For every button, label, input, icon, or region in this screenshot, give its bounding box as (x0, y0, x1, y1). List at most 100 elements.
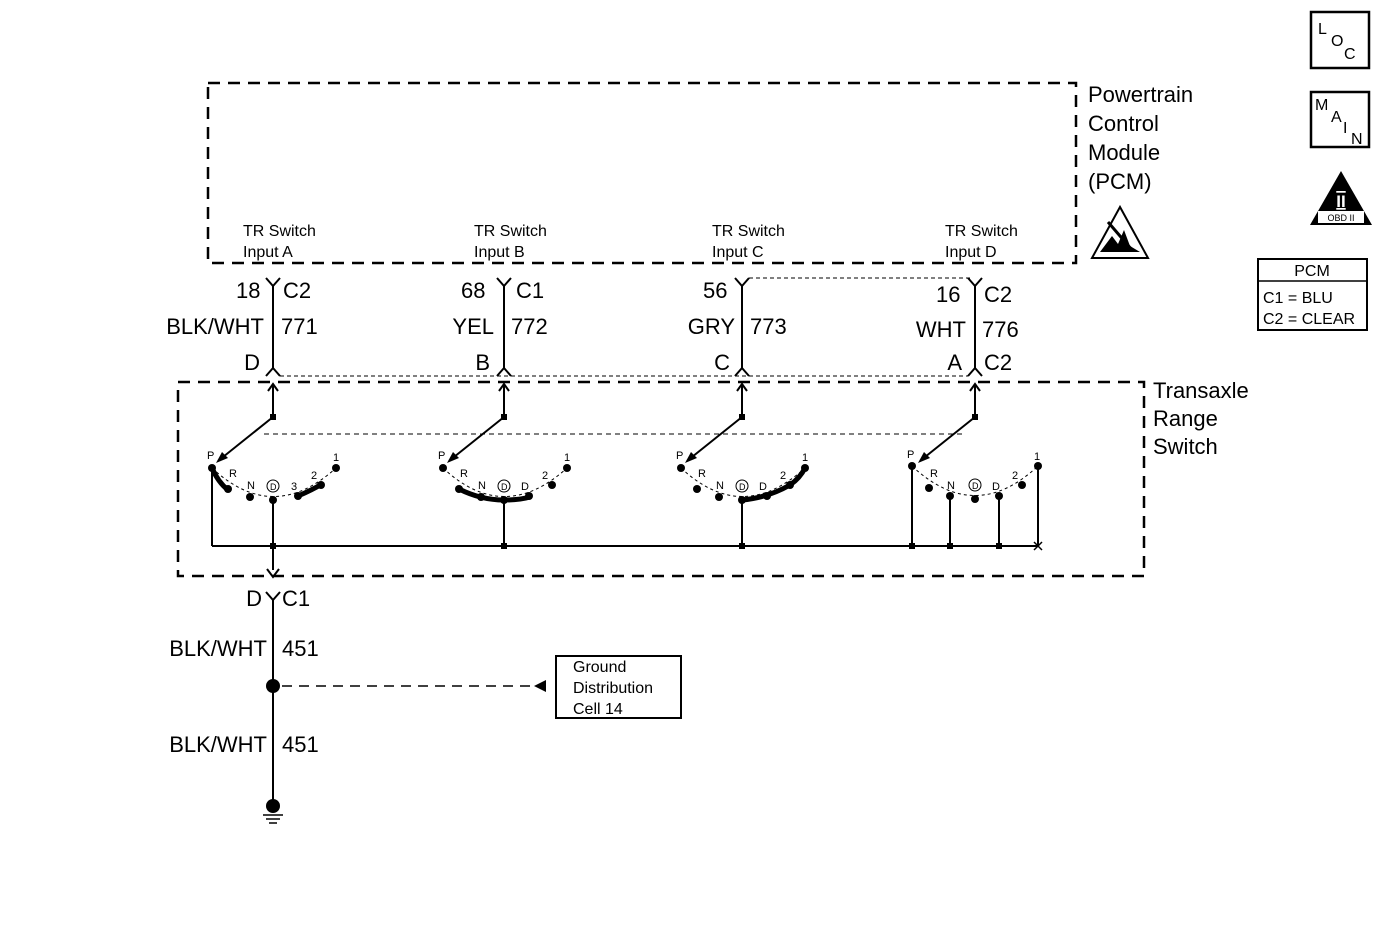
switch-c-pos-1: 1 (802, 452, 808, 464)
wire-773-connector (734, 366, 750, 377)
input-c-label-2: Input C (712, 244, 764, 261)
ground-distribution-box[interactable] (555, 655, 682, 719)
circuit-771: 771 (281, 314, 318, 339)
main-icon-n: N (1351, 131, 1363, 148)
legend-title: PCM (1294, 263, 1330, 280)
pcm-title-line-4: (PCM) (1088, 169, 1152, 194)
switch-c-contacts: P R N D D 2 1 (676, 450, 809, 504)
pin-776: 16 (936, 282, 960, 307)
main-icon-a: A (1331, 109, 1342, 126)
switch-conn-776: C2 (984, 350, 1012, 375)
switch-b-pos-2: 2 (542, 470, 548, 482)
terminal-772: B (475, 350, 490, 375)
switch-d-pos-p: P (907, 449, 914, 461)
switch-d-pos-1: 1 (1034, 451, 1040, 463)
wire-772 (496, 277, 512, 368)
main-icon[interactable]: M A I N (1309, 90, 1371, 149)
ground-ref-arrow-icon (534, 680, 546, 692)
switch-b-pos-d: D (521, 481, 529, 493)
switch-d-contacts: P R N D D 2 1 (907, 449, 1042, 503)
input-d-label-2: Input D (945, 244, 997, 261)
input-a-label-1: TR Switch (243, 223, 316, 240)
switch-b-pos-d-circle: D (501, 482, 508, 492)
input-b-label-2: Input B (474, 244, 525, 261)
pcm-title-line-3: Module (1088, 140, 1160, 165)
pcm-title-line-1: Powertrain (1088, 82, 1193, 107)
switch-title-line-1: Transaxle (1153, 378, 1249, 403)
ground-wire2-color: BLK/WHT (169, 732, 267, 757)
terminal-776: A (947, 350, 962, 375)
switch-nodes (270, 414, 1002, 549)
switch-a-pos-d: D (270, 482, 277, 492)
wire-773 (734, 277, 750, 368)
switch-d-pos-d: D (992, 481, 1000, 493)
esd-warning-icon (1090, 204, 1150, 259)
pcm-box (206, 81, 1078, 265)
input-a-label-2: Input A (243, 244, 293, 261)
pin-772: 68 (461, 278, 485, 303)
switch-b-pos-r: R (460, 468, 468, 480)
switch-c-pos-p: P (676, 450, 683, 462)
pcm-title: Powertrain Control Module (PCM) (1088, 82, 1193, 194)
loc-icon[interactable]: L O C (1309, 10, 1371, 70)
ground-wire (265, 568, 281, 806)
switch-c-pos-d: D (759, 481, 767, 493)
wire-771 (265, 277, 281, 368)
switch-b-pos-n: N (478, 480, 486, 492)
loc-icon-l: L (1318, 21, 1327, 38)
terminal-773: C (714, 350, 730, 375)
switch-d-pos-2: 2 (1012, 470, 1018, 482)
wire-776-connector (967, 366, 983, 377)
switch-title: Transaxle Range Switch (1153, 378, 1249, 459)
obd-label: OBD II (1327, 213, 1354, 223)
switch-box (176, 380, 1146, 578)
wire-776 (967, 277, 983, 368)
ground-symbol-icon (263, 799, 283, 824)
ground-wire1-circuit: 451 (282, 636, 319, 661)
obd-ii-icon[interactable]: II OBD II (1310, 171, 1372, 225)
wire-772-connector (496, 366, 512, 377)
circuit-773: 773 (750, 314, 787, 339)
loc-icon-c: C (1344, 46, 1356, 63)
input-c-label-1: TR Switch (712, 223, 785, 240)
ground-ref-line-2: Distribution (573, 680, 653, 697)
switch-d-pos-d-circle: D (972, 481, 979, 491)
splice-node (266, 679, 280, 693)
wire-771-connector (265, 366, 281, 377)
switch-a-pos-2: 2 (311, 470, 317, 482)
wiper-arrowheads (216, 452, 930, 463)
switch-b-pos-p: P (438, 450, 445, 462)
switch-d-pos-r: R (930, 468, 938, 480)
switch-b-pos-1: 1 (564, 452, 570, 464)
main-icon-i: I (1343, 120, 1347, 137)
ground-conn: C1 (282, 586, 310, 611)
loc-icon-o: O (1331, 33, 1343, 50)
color-776: WHT (916, 317, 966, 342)
pcm-wires (265, 277, 983, 377)
input-d-label-1: TR Switch (945, 223, 1018, 240)
switch-internals (211, 382, 1039, 570)
switch-a-pos-r: R (229, 468, 237, 480)
switch-a-pos-3: 3 (291, 481, 297, 493)
conn-771: C2 (283, 278, 311, 303)
color-773: GRY (688, 314, 736, 339)
color-771: BLK/WHT (166, 314, 264, 339)
switch-a-contacts: P R N D 3 2 1 (207, 450, 340, 504)
conn-772: C1 (516, 278, 544, 303)
switch-a-pos-p: P (207, 450, 214, 462)
switch-c-pos-n: N (716, 480, 724, 492)
pin-773: 56 (703, 278, 727, 303)
switch-c-pos-d-circle: D (739, 482, 746, 492)
input-b-label-1: TR Switch (474, 223, 547, 240)
switch-title-line-2: Range (1153, 406, 1218, 431)
pcm-connector-legend: PCM C1 = BLU C2 = CLEAR (1257, 258, 1368, 331)
ground-wire1-color: BLK/WHT (169, 636, 267, 661)
ground-wire2-circuit: 451 (282, 732, 319, 757)
switch-a-pos-1: 1 (333, 452, 339, 464)
switch-c-pos-2: 2 (780, 470, 786, 482)
switch-title-line-3: Switch (1153, 434, 1218, 459)
bus-end-mark (1033, 541, 1043, 551)
ground-ref-line-3: Cell 14 (573, 701, 623, 718)
legend-row-c1: C1 = BLU (1263, 290, 1333, 307)
